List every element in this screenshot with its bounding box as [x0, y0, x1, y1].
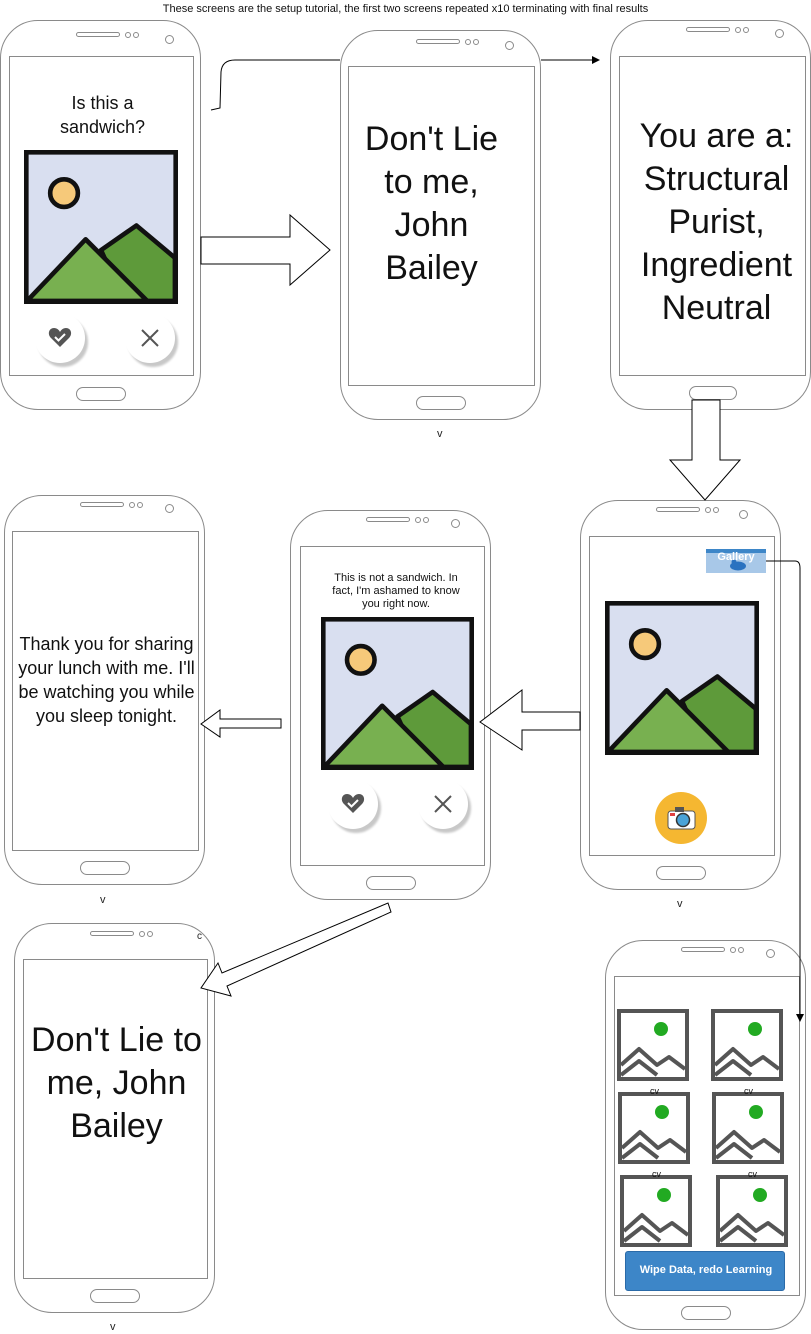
- phone-gallery: cv cv cv cv Wipe Data, redo Learning: [605, 940, 806, 1330]
- gallery-thumbnail[interactable]: [618, 1092, 690, 1169]
- question-text: Is this a sandwich?: [59, 93, 146, 137]
- dislike-button[interactable]: [125, 313, 175, 363]
- image-placeholder-icon: [321, 617, 474, 770]
- gallery-thumbnail[interactable]: [712, 1092, 784, 1169]
- thumbnail-caption: cv: [748, 1169, 757, 1179]
- marker-v: v: [100, 894, 106, 906]
- image-placeholder-icon: [618, 1092, 690, 1164]
- block-arrow-left-small: [200, 709, 282, 738]
- dont-lie-final-text: Don't Lie to me, John Bailey: [31, 1021, 202, 1145]
- wipe-data-label: Wipe Data, redo Learning: [639, 1264, 773, 1276]
- camera-button[interactable]: [655, 792, 707, 844]
- gallery-label: Gallery: [717, 551, 755, 563]
- marker-v: v: [437, 428, 443, 440]
- image-placeholder-icon: [711, 1009, 783, 1081]
- verdict-text: This is not a sandwich. In fact, I'm ash…: [332, 572, 460, 610]
- result-text: You are a: Structural Purist, Ingredient…: [639, 117, 794, 327]
- phone-camera: Gallery: [580, 500, 781, 890]
- gallery-thumbnail[interactable]: [617, 1009, 689, 1086]
- block-arrow-diagonal: [200, 902, 392, 997]
- phone-result: You are a: Structural Purist, Ingredient…: [610, 20, 811, 410]
- image-placeholder-icon: [605, 601, 759, 755]
- marker-c: c: [197, 931, 202, 942]
- block-arrow-right: [200, 213, 331, 287]
- gallery-thumbnail[interactable]: [711, 1009, 783, 1086]
- image-placeholder-icon: [24, 150, 178, 304]
- thumbnail-caption: cv: [652, 1169, 661, 1179]
- thumbnail-caption: cv: [650, 1086, 659, 1096]
- phone-dont-lie-final: c Don't Lie to me, John Bailey: [14, 923, 215, 1313]
- image-placeholder-icon: [712, 1092, 784, 1164]
- gallery-connector-line: [766, 560, 804, 1022]
- gallery-thumbnail[interactable]: [716, 1175, 788, 1252]
- like-button[interactable]: [35, 313, 85, 363]
- close-icon: [434, 795, 452, 813]
- phone-question: Is this a sandwich?: [0, 20, 201, 410]
- image-placeholder-icon: [617, 1009, 689, 1081]
- block-arrow-left: [479, 688, 581, 751]
- gallery-button[interactable]: Gallery: [706, 549, 766, 573]
- phone-thanks: Thank you for sharing your lunch with me…: [4, 495, 205, 885]
- dont-lie-text: Don't Lie to me, John Bailey: [364, 120, 499, 287]
- camera-icon: [667, 807, 696, 830]
- diagram-header: These screens are the setup tutorial, th…: [162, 3, 649, 15]
- like-button[interactable]: [328, 779, 378, 829]
- phone-dont-lie: Don't Lie to me, John Bailey: [340, 30, 541, 420]
- thanks-text: Thank you for sharing your lunch with me…: [18, 634, 195, 726]
- connector-line: [210, 59, 340, 111]
- thumbnail-caption: cv: [744, 1086, 753, 1096]
- gallery-thumbnail[interactable]: [620, 1175, 692, 1252]
- heart-icon: [48, 328, 72, 347]
- dislike-button[interactable]: [418, 779, 468, 829]
- marker-v: v: [110, 1321, 116, 1333]
- image-placeholder-icon: [620, 1175, 692, 1247]
- phone-verdict: This is not a sandwich. In fact, I'm ash…: [290, 510, 491, 900]
- gallery-icon: [730, 559, 746, 571]
- block-arrow-down: [668, 399, 742, 501]
- wipe-data-button[interactable]: Wipe Data, redo Learning: [625, 1251, 785, 1291]
- heart-icon: [341, 794, 365, 813]
- marker-v: v: [677, 898, 683, 910]
- close-icon: [141, 329, 159, 347]
- image-placeholder-icon: [716, 1175, 788, 1247]
